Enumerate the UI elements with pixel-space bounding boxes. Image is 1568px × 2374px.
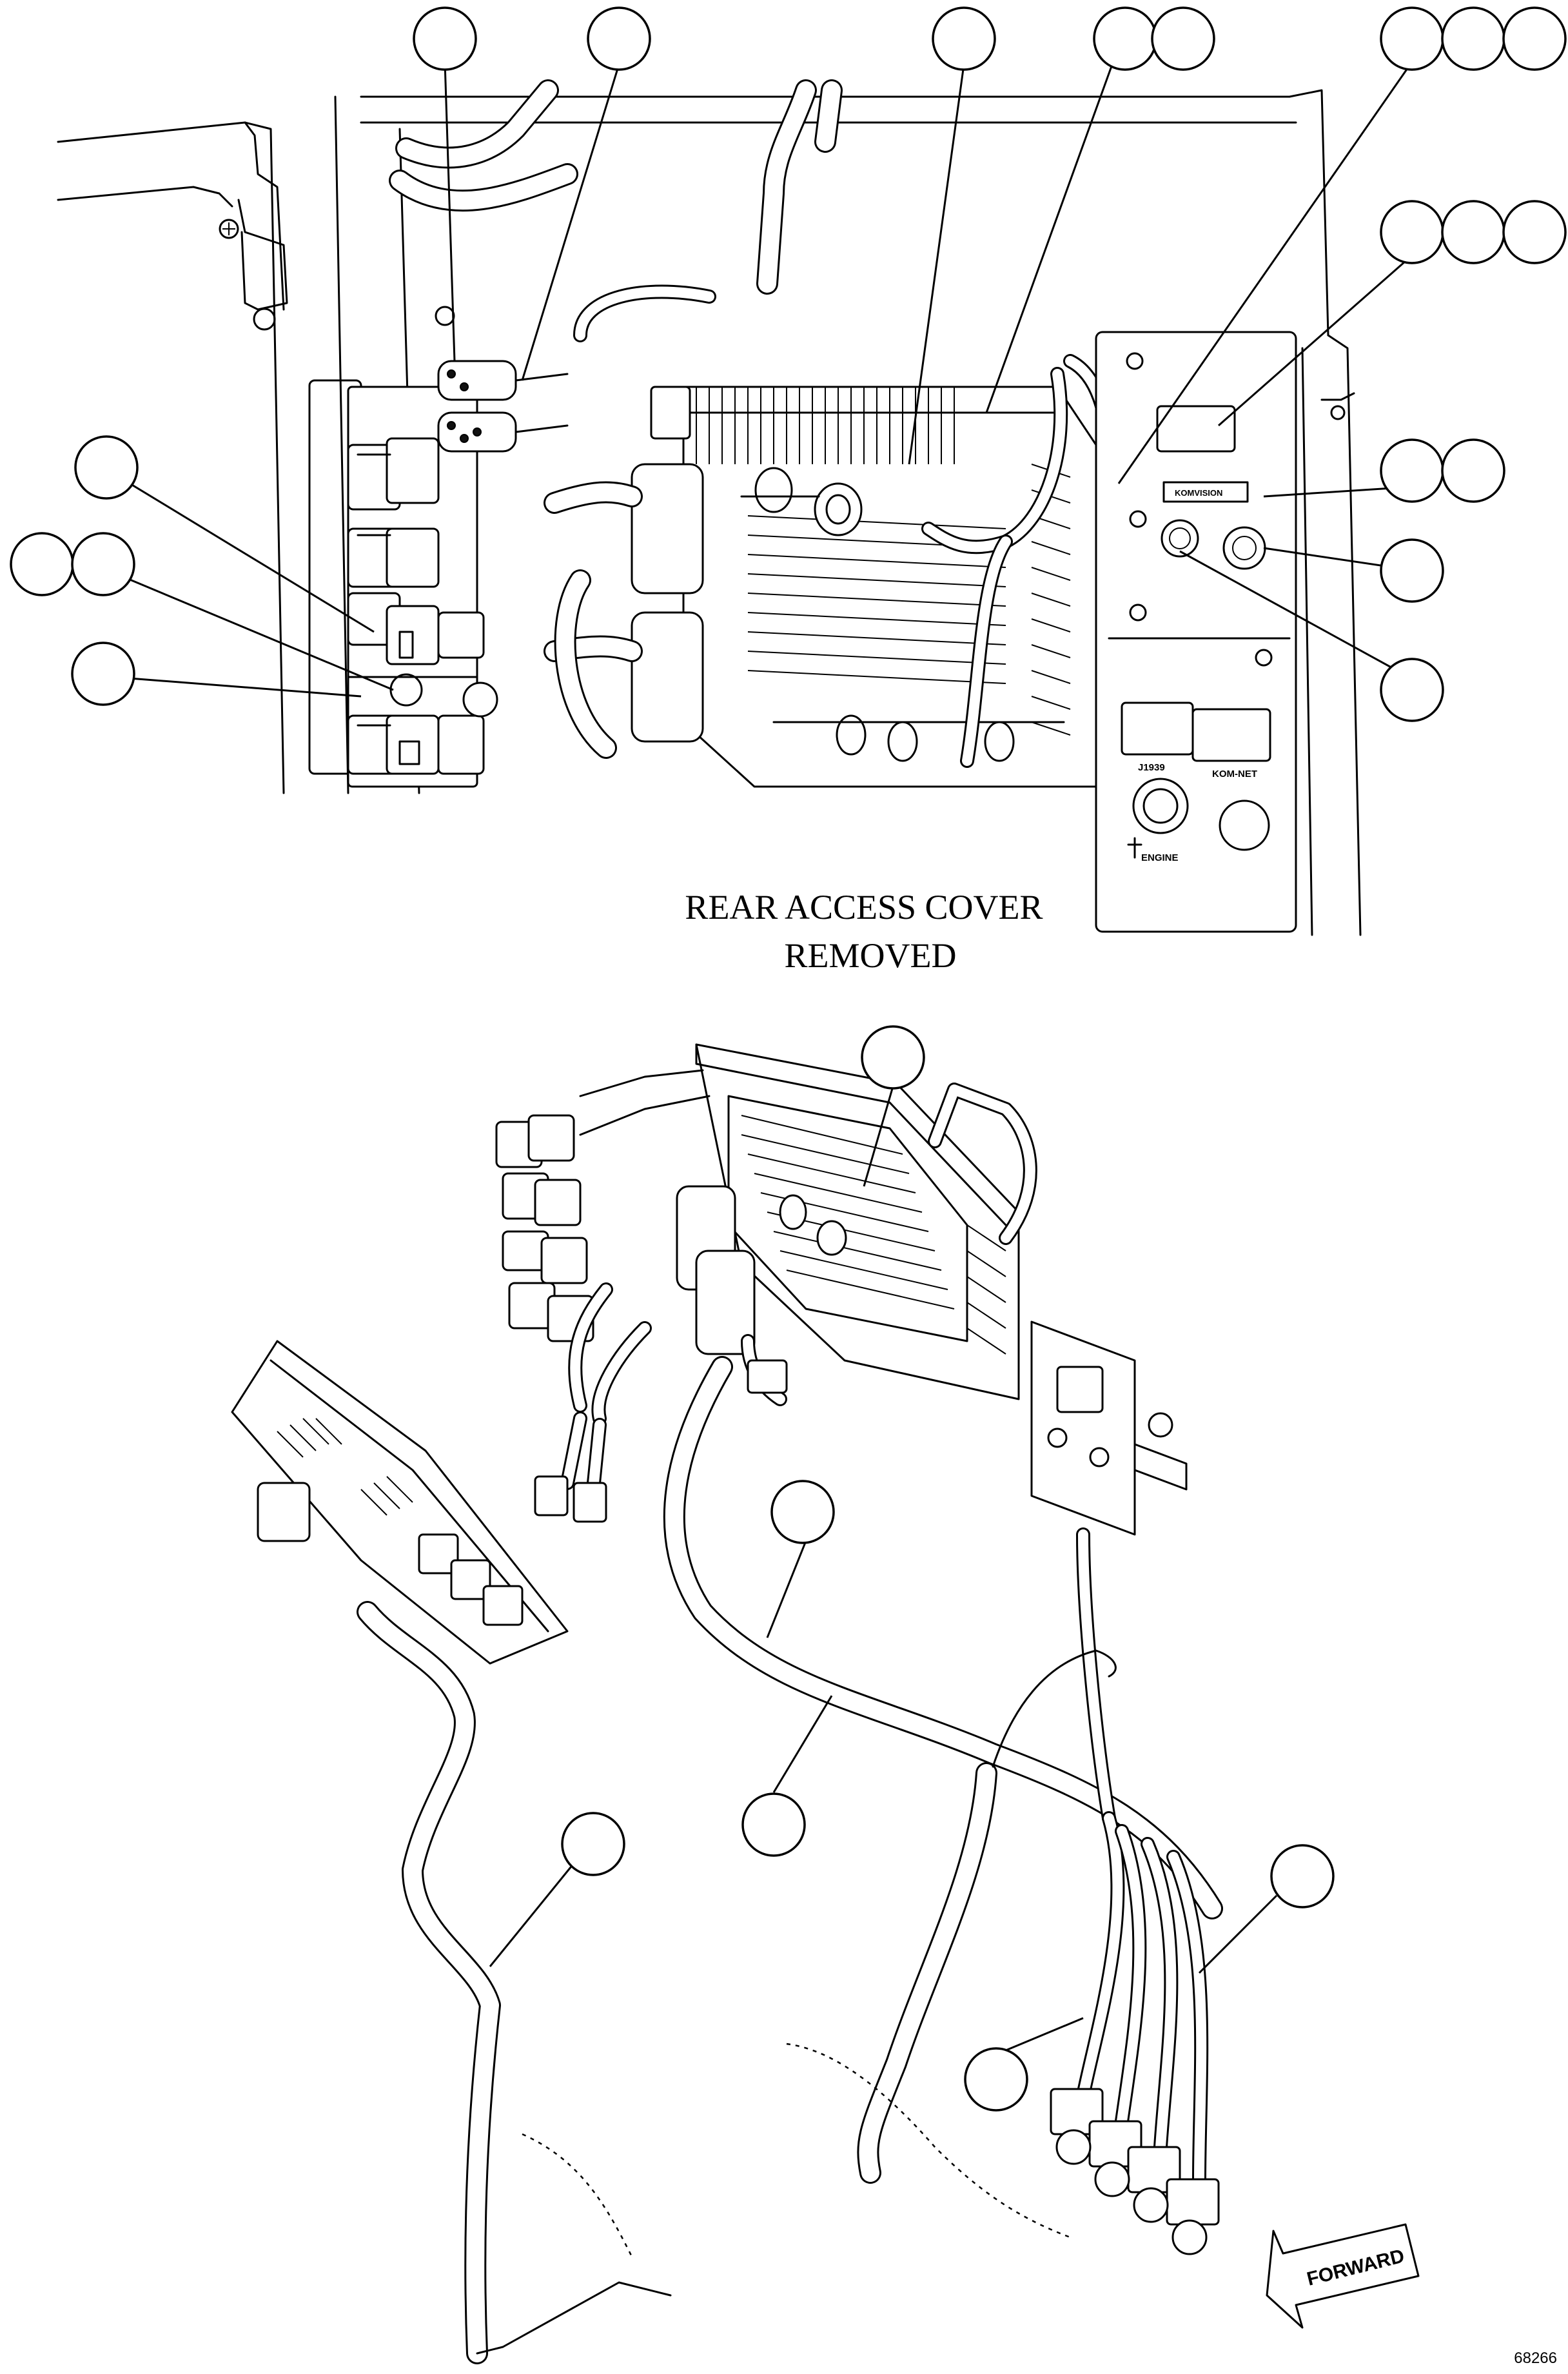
callout-balloon	[71, 642, 135, 706]
callout-balloon	[1380, 658, 1444, 722]
callout-balloon	[1380, 438, 1444, 503]
callout-balloon	[770, 1480, 835, 1544]
callout-balloon	[861, 1025, 925, 1090]
harness-end-connectors	[1050, 2088, 1220, 2255]
callout-balloon	[1441, 6, 1505, 71]
boot-connectors	[544, 386, 704, 759]
forward-arrow: FORWARD	[1266, 2223, 1420, 2329]
callout-balloon	[1270, 1844, 1335, 1908]
kom-net-label: KOM-NET	[1212, 769, 1257, 780]
document-number: 68266	[1514, 2349, 1557, 2367]
engine-label: ENGINE	[1141, 852, 1179, 863]
bottom-callouts	[489, 1025, 1335, 2112]
callout-balloon	[74, 435, 139, 500]
harness-controller-assembly	[495, 1043, 1037, 1426]
harness-panel-plate	[1030, 1320, 1188, 1536]
callout-balloon	[741, 1792, 806, 1857]
left-connector-bank	[347, 360, 569, 788]
komvision-label: KOMVISION	[1175, 488, 1222, 498]
callout-balloon	[1441, 438, 1505, 503]
harness-cables	[357, 1356, 1223, 2364]
callout-balloon	[1151, 6, 1215, 71]
callout-balloon	[587, 6, 651, 71]
floor-break-lines	[476, 2043, 1071, 2355]
callout-balloon	[1441, 200, 1505, 264]
callout-balloon	[964, 2047, 1028, 2112]
callout-balloon	[561, 1812, 625, 1876]
callout-balloon	[1093, 6, 1157, 71]
callout-balloon	[1380, 6, 1444, 71]
callout-balloon	[413, 6, 477, 71]
callout-balloon	[1502, 200, 1567, 264]
j1939-label: J1939	[1138, 762, 1165, 773]
callout-balloon	[932, 6, 996, 71]
callout-balloon	[1380, 200, 1444, 264]
caption-line-2: REMOVED	[785, 936, 957, 975]
harness-fuse-box	[231, 1340, 569, 1665]
callout-balloon	[10, 532, 74, 596]
callout-balloon	[71, 532, 135, 596]
callout-balloon	[1502, 6, 1567, 71]
caption-line-1: REAR ACCESS COVER	[685, 888, 1043, 927]
callout-balloon	[1380, 538, 1444, 603]
hoses-top	[389, 79, 843, 295]
top-callouts	[10, 6, 1567, 722]
main-controller	[682, 386, 1097, 788]
diagnostic-panel: KOMVISION J1939 KOM-NET ENGINE	[1095, 331, 1355, 933]
